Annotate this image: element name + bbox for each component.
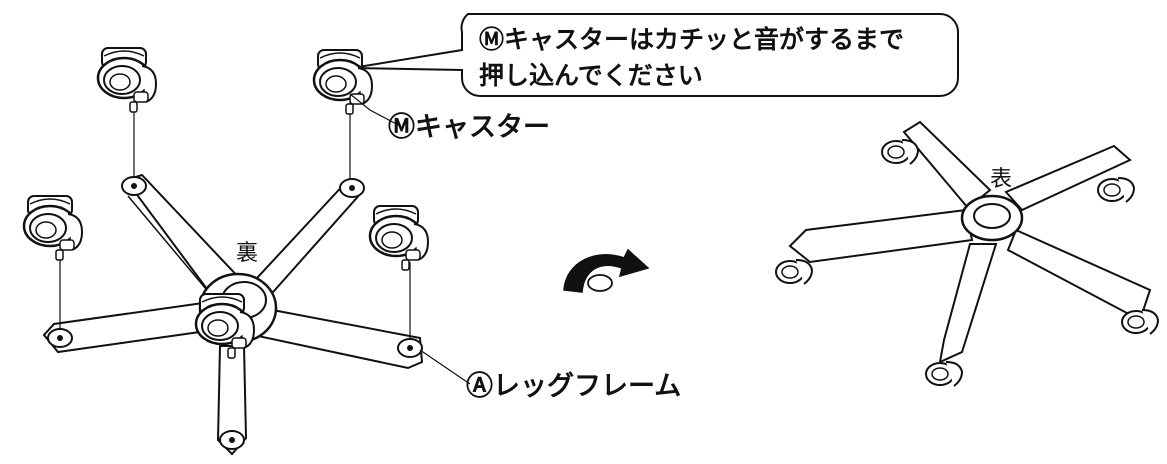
caster-icon <box>96 46 158 114</box>
callout-line-1: Ⓜキャスターはカチッと音がするまで <box>479 25 904 54</box>
leg-frame-back <box>42 100 424 456</box>
front-side-label: 表 <box>990 167 1012 192</box>
rotate-arrow-icon <box>563 248 650 293</box>
caster-icon <box>1121 309 1159 335</box>
caster-label: Ⓜキャスター <box>388 111 550 143</box>
leg-frame-front <box>788 120 1152 364</box>
caster-icon <box>1097 177 1135 203</box>
back-side-label: 裏 <box>236 241 258 266</box>
caster-icon <box>925 361 963 387</box>
caster-icon <box>775 259 813 285</box>
callout-bubble: Ⓜキャスターはカチッと音がするまで 押し込んでください <box>351 13 959 97</box>
caster-icon <box>368 204 430 272</box>
callout-line-2: 押し込んでください <box>479 61 703 90</box>
caster-icon <box>881 139 919 165</box>
leg-frame-label: Ⓐレッグフレーム <box>466 370 681 402</box>
caster-icon <box>22 194 84 262</box>
